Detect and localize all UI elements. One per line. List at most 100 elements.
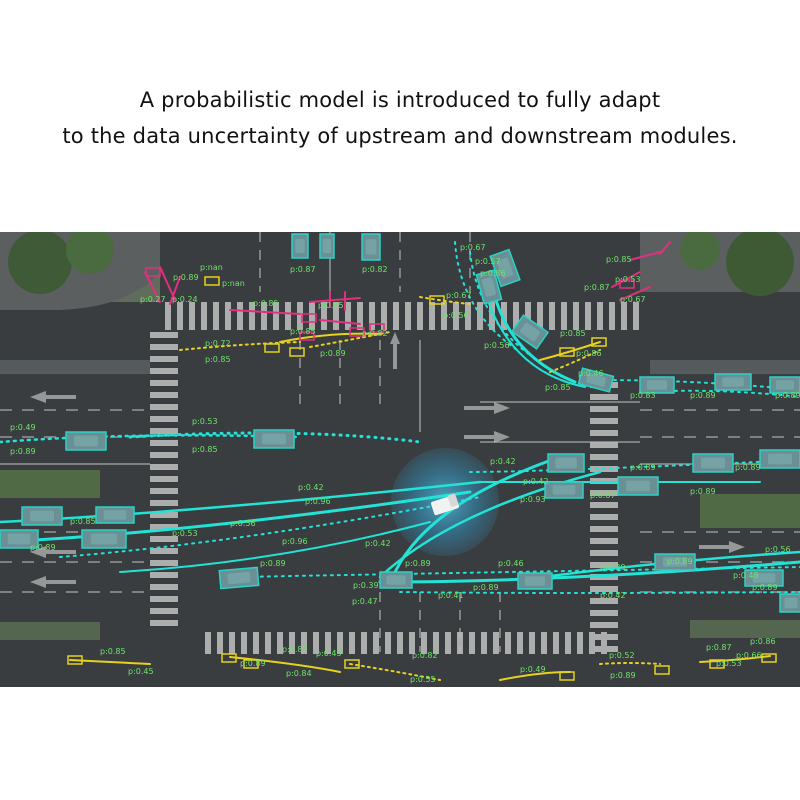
probability-label: p:0.45 [316, 649, 342, 658]
probability-label: p:0.89 [690, 487, 716, 496]
probability-label: p:0.89 [473, 583, 499, 592]
probability-label: p:0.46 [498, 559, 524, 568]
probability-label: p:0.56 [484, 341, 510, 350]
vehicle-box [639, 376, 675, 394]
probability-label: p:0.85 [545, 383, 571, 392]
probability-label: p:0.89 [630, 463, 656, 472]
probability-label: p:0.89 [690, 391, 716, 400]
probability-label: p:0.67 [620, 295, 646, 304]
cyclist-box [289, 347, 305, 357]
probability-label: p:0.89 [610, 671, 636, 680]
vehicle-box [0, 529, 39, 549]
cyclist-box [559, 347, 575, 357]
probability-label: p:0.82 [362, 265, 388, 274]
probability-label: p:0.42 [523, 477, 549, 486]
vehicle-box [577, 367, 615, 393]
probability-label: p:0.85 [560, 329, 586, 338]
vehicle-box [218, 566, 260, 590]
vehicle-box [779, 593, 800, 613]
vehicle-box [361, 233, 381, 261]
probability-label: p:0.87 [290, 265, 316, 274]
probability-label: p:0.85 [606, 255, 632, 264]
cyclist-box [429, 295, 445, 305]
vehicle-box [517, 572, 553, 590]
probability-label: p:0.56 [443, 311, 469, 320]
probability-label: p:0.39 [600, 563, 626, 572]
vehicle-box [510, 314, 550, 350]
road-arrows [30, 332, 745, 588]
cyclist-box [761, 653, 777, 663]
probability-label: p:0.85 [100, 647, 126, 656]
probability-label: p:0.86 [576, 349, 602, 358]
probability-label: p:0.82 [362, 329, 388, 338]
cyclist-box [559, 671, 575, 681]
probability-label: p:0.56 [765, 545, 791, 554]
probability-label: p:0.46 [578, 369, 604, 378]
cyclist-box [591, 337, 607, 347]
cyclist-box [344, 659, 360, 669]
probability-label: p:0.53 [615, 275, 641, 284]
vehicle-box [253, 429, 295, 449]
probability-label: p:0.49 [520, 665, 546, 674]
probability-label: p:0.87 [584, 283, 610, 292]
vehicle-box [692, 453, 734, 473]
probability-label: p:0.42 [365, 539, 391, 548]
probability-label: p:0.53 [716, 659, 742, 668]
pedestrian-box [299, 331, 315, 341]
cyclist-box [709, 659, 725, 669]
vehicles [0, 233, 800, 613]
vehicle-box [489, 248, 521, 288]
probability-label: p:0.89 [752, 583, 778, 592]
probability-label: p:0.96 [282, 537, 308, 546]
caption-line-1: A probabilistic model is introduced to f… [139, 88, 661, 112]
vehicle-box [544, 481, 584, 499]
probability-label: p:0.89 [10, 447, 36, 456]
probability-label: p:0.52 [609, 651, 635, 660]
probability-label: p:0.48 [733, 571, 759, 580]
vehicle-box [744, 569, 784, 587]
probability-label: p:0.67 [460, 243, 486, 252]
probability-label: p:0.56 [230, 519, 256, 528]
small-boxes [67, 267, 777, 681]
pedestrian-box [619, 279, 635, 289]
probability-label: p:0.89 [405, 559, 431, 568]
probability-label: p:0.45 [128, 667, 154, 676]
probability-label: p:0.87 [706, 643, 732, 652]
cyclist-box [243, 659, 259, 669]
probability-label: p:0.89 [260, 559, 286, 568]
probability-label: p:0.85 [318, 301, 344, 310]
probability-label: p:0.42 [298, 483, 324, 492]
vehicle-box [759, 449, 800, 469]
probability-label: p:0.39 [353, 581, 379, 590]
probability-label: p:0.85 [253, 299, 279, 308]
pedestrian-box [145, 267, 161, 277]
vehicle-box [654, 553, 696, 571]
corner-blocks [0, 232, 800, 640]
vehicle-box [547, 453, 585, 473]
probability-label: p:0.89 [667, 557, 693, 566]
pedestrian-box [349, 327, 365, 337]
probability-label: p:0.85 [290, 327, 316, 336]
cyclist-box [264, 343, 280, 353]
probability-label: p:nan [200, 263, 223, 272]
cyclist-box [654, 665, 670, 675]
probability-label: p:0.89 [320, 349, 346, 358]
probability-label: p:0.72 [205, 339, 231, 348]
probability-label: p:0.57 [475, 257, 501, 266]
probability-label: p:0.67 [590, 491, 616, 500]
vehicle-box [617, 476, 659, 496]
probability-label: p:0.86 [750, 637, 776, 646]
caption: A probabilistic model is introduced to f… [0, 82, 800, 154]
probability-label: p:0.53 [192, 417, 218, 426]
probability-label: p:0.85 [205, 355, 231, 364]
vehicle-box [65, 431, 107, 451]
probability-label: p:0.42 [600, 591, 626, 600]
probability-label: p:0.83 [630, 391, 656, 400]
vehicle-box [21, 506, 63, 526]
probability-label: p:0.49 [10, 423, 36, 432]
probability-label: p:0.27 [140, 295, 166, 304]
pedestrian-box [369, 323, 385, 333]
vehicle-box [379, 571, 413, 589]
